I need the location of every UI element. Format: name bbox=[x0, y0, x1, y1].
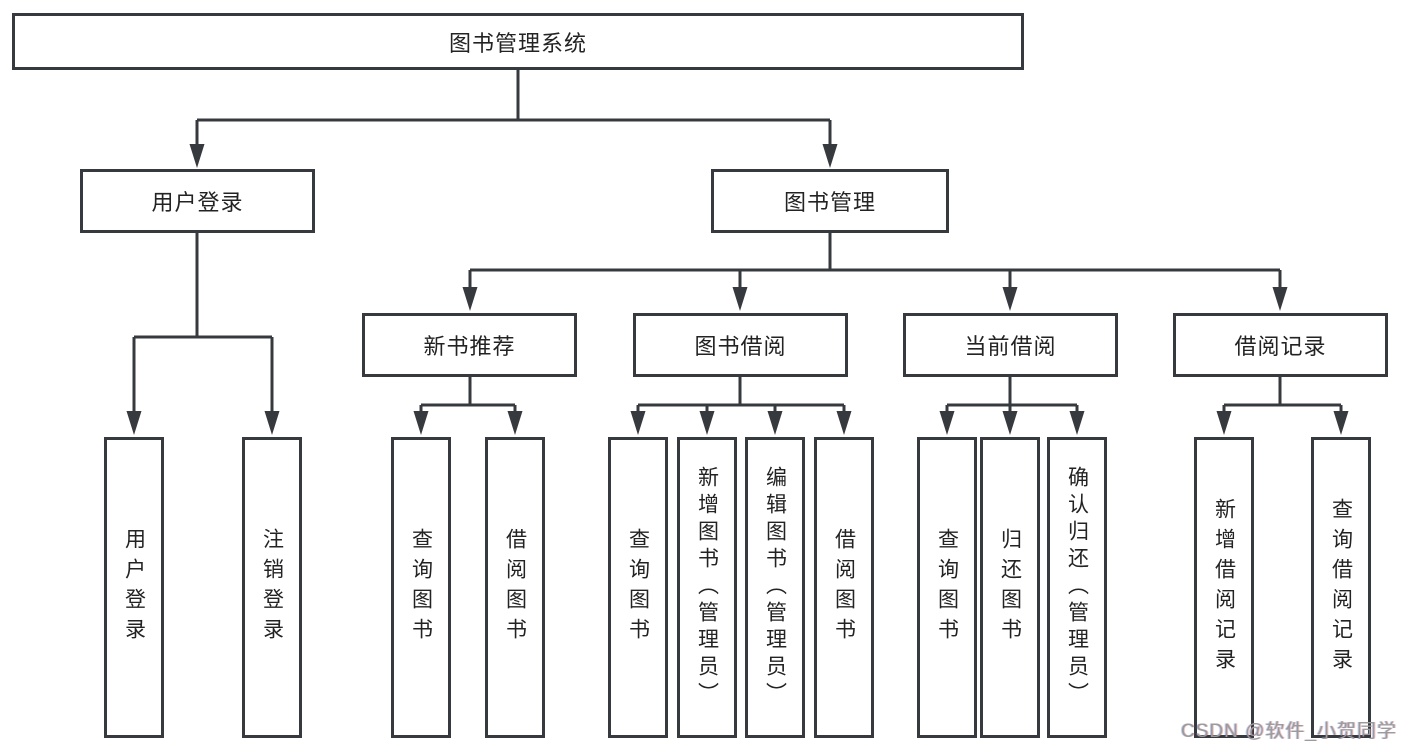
node-label: 图书管理系统 bbox=[448, 30, 587, 56]
node-label: 查询借阅记录 bbox=[1329, 497, 1353, 678]
node-label: 借阅图书 bbox=[832, 527, 856, 648]
node-label: 用户登录 bbox=[122, 527, 146, 648]
node-new-book-recommendation: 新书推荐 bbox=[362, 313, 577, 377]
node-query-borrow-record: 查询借阅记录 bbox=[1311, 437, 1371, 738]
node-borrow-books-borrowing: 借阅图书 bbox=[814, 437, 874, 738]
node-add-borrow-record: 新增借阅记录 bbox=[1194, 437, 1254, 738]
node-label: 图书借阅 bbox=[694, 334, 787, 359]
node-logout: 注销登录 bbox=[242, 437, 302, 738]
node-borrowing-records: 借阅记录 bbox=[1173, 313, 1388, 377]
node-edit-books-admin: 编辑图书（管理员） bbox=[745, 437, 805, 738]
node-label: 查询图书 bbox=[935, 527, 959, 648]
node-label: 编辑图书（管理员） bbox=[763, 466, 787, 709]
node-label: 查询图书 bbox=[409, 527, 433, 648]
node-user-login: 用户登录 bbox=[80, 169, 315, 233]
node-library-management-system: 图书管理系统 bbox=[12, 13, 1024, 70]
node-label: 查询图书 bbox=[626, 527, 650, 648]
node-label: 新书推荐 bbox=[423, 334, 516, 359]
node-label: 归还图书 bbox=[998, 527, 1022, 648]
node-label: 借阅图书 bbox=[503, 527, 527, 648]
node-label: 确认归还（管理员） bbox=[1065, 466, 1089, 709]
node-label: 注销登录 bbox=[260, 527, 284, 648]
node-book-borrowing: 图书借阅 bbox=[633, 313, 848, 377]
node-label: 新增图书（管理员） bbox=[695, 466, 719, 709]
node-borrow-books-newbooks: 借阅图书 bbox=[485, 437, 545, 738]
node-query-books-newbooks: 查询图书 bbox=[391, 437, 451, 738]
node-book-management: 图书管理 bbox=[711, 169, 949, 233]
node-query-books-borrowing: 查询图书 bbox=[608, 437, 668, 738]
node-label: 当前借阅 bbox=[964, 334, 1057, 359]
node-current-borrowing: 当前借阅 bbox=[903, 313, 1118, 377]
node-label: 用户登录 bbox=[151, 190, 244, 215]
node-query-books-current: 查询图书 bbox=[917, 437, 977, 738]
node-label: 新增借阅记录 bbox=[1212, 497, 1236, 678]
node-label: 借阅记录 bbox=[1234, 334, 1327, 359]
node-label: 图书管理 bbox=[783, 190, 876, 215]
node-confirm-return-admin: 确认归还（管理员） bbox=[1047, 437, 1107, 738]
csdn-watermark: CSDN @软件_小贺同学 bbox=[1181, 721, 1397, 742]
node-return-books: 归还图书 bbox=[980, 437, 1040, 738]
node-user-login-leaf: 用户登录 bbox=[104, 437, 164, 738]
node-add-books-admin: 新增图书（管理员） bbox=[677, 437, 737, 738]
